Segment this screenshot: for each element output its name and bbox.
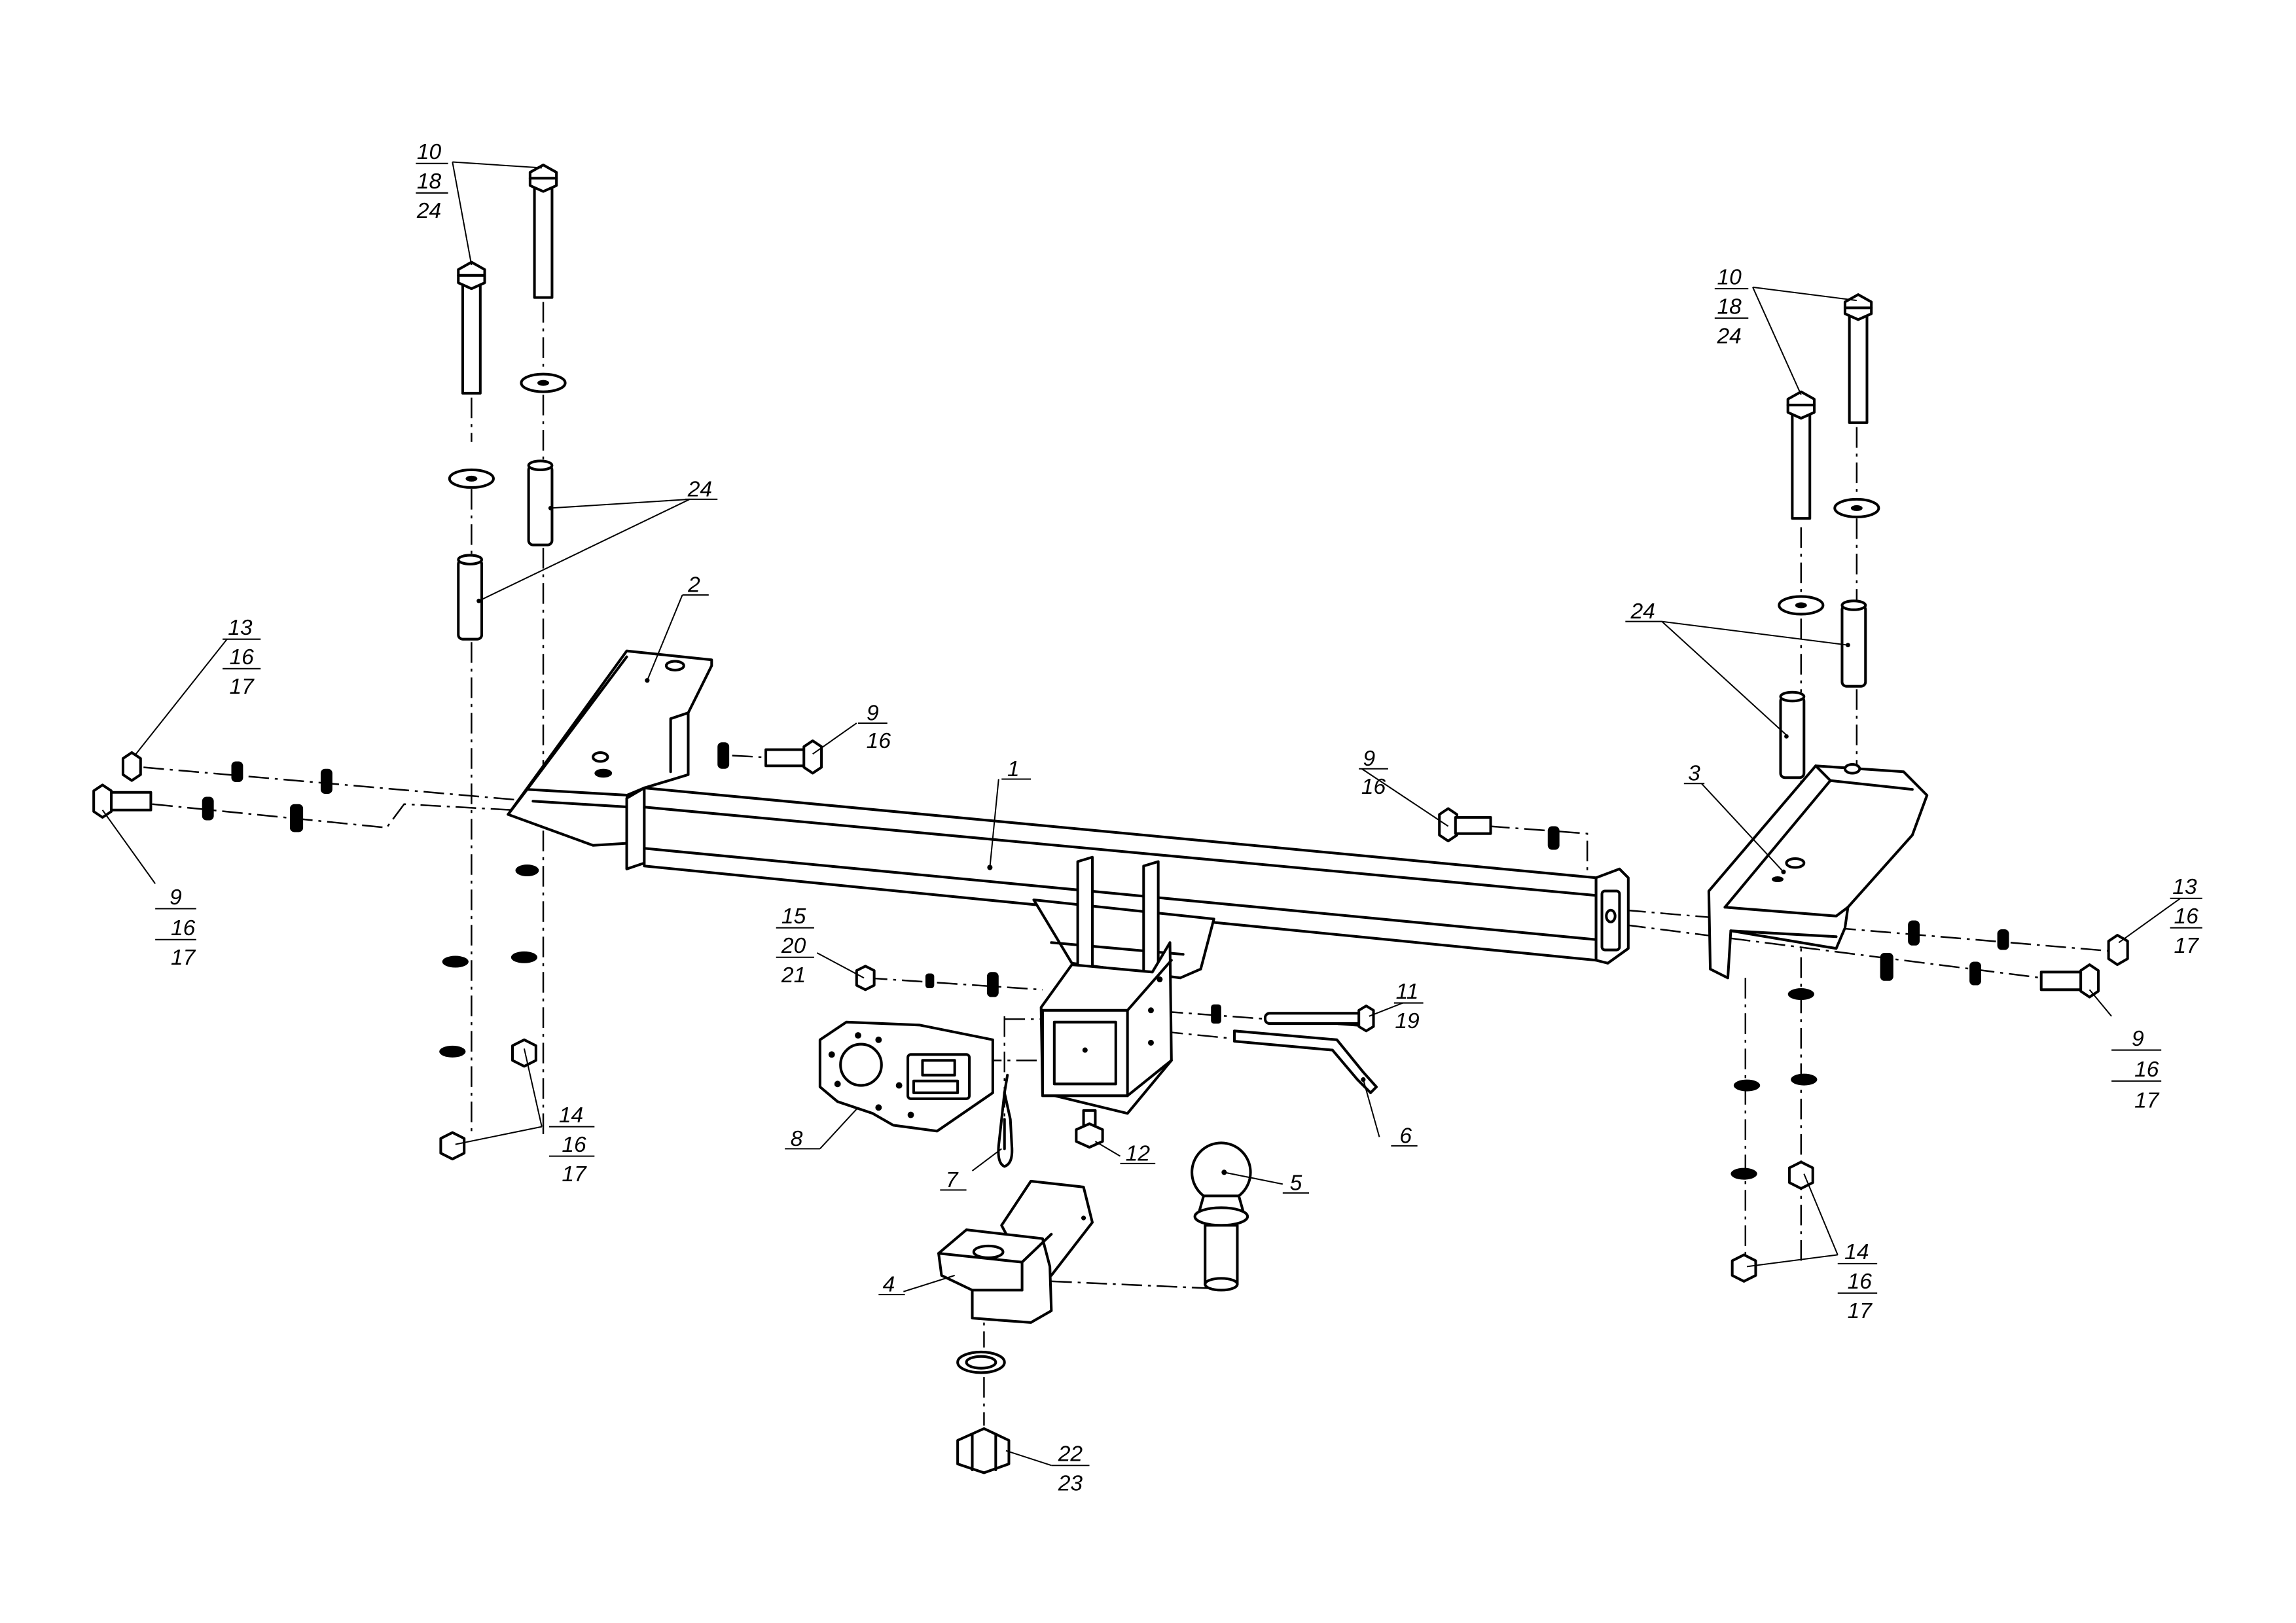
callout-1: 1 — [1001, 757, 1031, 781]
callout-4: 4 — [878, 1273, 905, 1297]
spring-clip-part-7 — [997, 1073, 1014, 1168]
callout-11-line-2: 19 — [1395, 1009, 1420, 1033]
callout-13-16-17-left: 13 16 17 — [223, 616, 261, 699]
callout-22-line-1: 22 — [1058, 1442, 1083, 1466]
right-long-bolt-rear — [1843, 293, 1873, 424]
main-cross-beam-part-1 — [625, 786, 1630, 980]
socket-plate-part-8 — [818, 1020, 994, 1133]
right-long-bolt-front — [1786, 390, 1816, 520]
callout-24-right-line-1: 24 — [1630, 599, 1655, 624]
callout-13-16-17-right: 13 16 17 — [2170, 875, 2202, 958]
callout-14-left-line-3: 17 — [562, 1162, 587, 1186]
left-lower-washers-nuts — [439, 865, 539, 1161]
left-side-bolts — [92, 751, 332, 832]
locking-pin-6 — [1232, 1029, 1378, 1094]
callout-9-16-17-far-right: 9 16 17 — [2111, 1027, 2162, 1113]
callout-10-right-line-3: 24 — [1717, 324, 1742, 348]
callout-10-18-24-right: 10 18 24 — [1714, 265, 1749, 348]
callout-9-16-front-right: 9 16 — [1359, 747, 1388, 799]
callout-14-16-17-left: 14 16 17 — [548, 1103, 595, 1186]
left-long-bolt-rear — [528, 164, 558, 299]
leader-lines — [101, 161, 2181, 1467]
callout-9-far-right-line-2: 16 — [2134, 1058, 2159, 1082]
callout-10-right-line-2: 18 — [1717, 294, 1742, 319]
callout-14-right-line-3: 17 — [1848, 1299, 1873, 1323]
callout-9-front-left-line-2: 16 — [867, 729, 891, 753]
callout-7: 7 — [940, 1168, 967, 1192]
callout-9-front-left-line-1: 9 — [867, 701, 879, 725]
callout-22-23: 22 23 — [1051, 1442, 1090, 1495]
callout-5: 5 — [1282, 1171, 1310, 1195]
ball-mount-part-4 — [937, 1179, 1094, 1324]
callout-10-18-24-left: 10 18 24 — [416, 140, 448, 223]
callout-7-line-1: 7 — [946, 1168, 959, 1192]
callout-24-left-line-1: 24 — [687, 477, 712, 501]
callout-8-line-1: 8 — [791, 1127, 803, 1151]
callout-2: 2 — [682, 573, 709, 597]
callout-13-left-line-1: 13 — [228, 616, 253, 640]
callout-24-left: 24 — [685, 477, 718, 501]
callout-4-line-1: 4 — [883, 1273, 895, 1297]
callout-22-line-2: 23 — [1058, 1471, 1083, 1495]
callout-14-left-line-2: 16 — [562, 1133, 586, 1157]
left-washers-top — [448, 372, 567, 489]
callout-13-left-line-2: 16 — [229, 645, 254, 669]
left-spacer-sleeves — [457, 459, 554, 641]
callout-10-right-line-1: 10 — [1717, 265, 1742, 289]
callout-9-far-left-line-3: 17 — [171, 946, 196, 970]
callout-9-front-right-line-1: 9 — [1363, 747, 1375, 771]
right-lower-washers-nuts — [1731, 988, 1818, 1283]
callout-24-right: 24 — [1625, 599, 1662, 624]
callout-13-right-line-1: 13 — [2172, 875, 2197, 899]
callout-14-16-17-right: 14 16 17 — [1837, 1240, 1878, 1323]
nut-washer-set-15 — [855, 965, 999, 997]
callout-9-16-17-far-left: 9 16 17 — [155, 885, 196, 970]
receiver-box — [1039, 855, 1173, 1115]
callout-10-left-line-1: 10 — [417, 140, 442, 164]
callout-1-line-1: 1 — [1007, 757, 1020, 781]
callout-13-right-line-3: 17 — [2174, 934, 2200, 958]
callout-9-far-left-line-1: 9 — [170, 885, 182, 910]
callout-14-right-line-2: 16 — [1848, 1270, 1873, 1294]
right-bracket-part-3 — [1707, 762, 1929, 980]
callout-10-left-line-2: 18 — [417, 169, 442, 194]
bracket-bolt-left-9 — [717, 739, 823, 775]
left-long-bolt-front — [457, 260, 486, 395]
callout-12: 12 — [1120, 1141, 1156, 1166]
callout-3-line-1: 3 — [1688, 762, 1700, 786]
callout-9-front-right-line-2: 16 — [1361, 775, 1386, 799]
pin-bolt-11 — [1211, 1004, 1375, 1033]
callout-9-far-left-line-2: 16 — [171, 916, 196, 940]
callout-14-left-line-1: 14 — [559, 1103, 583, 1128]
callout-15-line-1: 15 — [781, 904, 806, 929]
bracket-bolt-right-9 — [1438, 807, 1560, 850]
right-spacer-sleeves — [1779, 599, 1867, 779]
callout-13-right-line-2: 16 — [2174, 904, 2199, 929]
callout-15-line-2: 20 — [781, 934, 806, 958]
callout-3: 3 — [1683, 762, 1705, 786]
callout-14-right-line-1: 14 — [1844, 1240, 1869, 1264]
ball-washer-and-nut-22 — [956, 1350, 1011, 1474]
callout-9-far-right-line-1: 9 — [2132, 1027, 2144, 1051]
callout-9-16-front-left: 9 16 — [858, 701, 891, 753]
callout-2-line-1: 2 — [687, 573, 700, 597]
right-side-bolts — [1880, 920, 2129, 999]
bolt-12 — [1075, 1109, 1104, 1149]
callout-11-19: 11 19 — [1393, 980, 1424, 1033]
callout-11-line-1: 11 — [1396, 980, 1419, 1004]
callout-6: 6 — [1391, 1124, 1418, 1148]
callout-5-line-1: 5 — [1290, 1171, 1302, 1195]
callout-15-line-3: 21 — [781, 963, 806, 988]
callout-10-left-line-3: 24 — [416, 199, 441, 223]
callout-13-left-line-3: 17 — [229, 675, 255, 699]
right-washers-top — [1778, 497, 1880, 616]
callout-6-line-1: 6 — [1399, 1124, 1412, 1148]
callout-12-line-1: 12 — [1126, 1141, 1151, 1166]
callout-8: 8 — [785, 1127, 820, 1151]
callout-9-far-right-line-3: 17 — [2134, 1088, 2160, 1113]
callout-15-20-21: 15 20 21 — [776, 904, 814, 988]
tow-ball-part-5 — [1191, 1141, 1252, 1292]
